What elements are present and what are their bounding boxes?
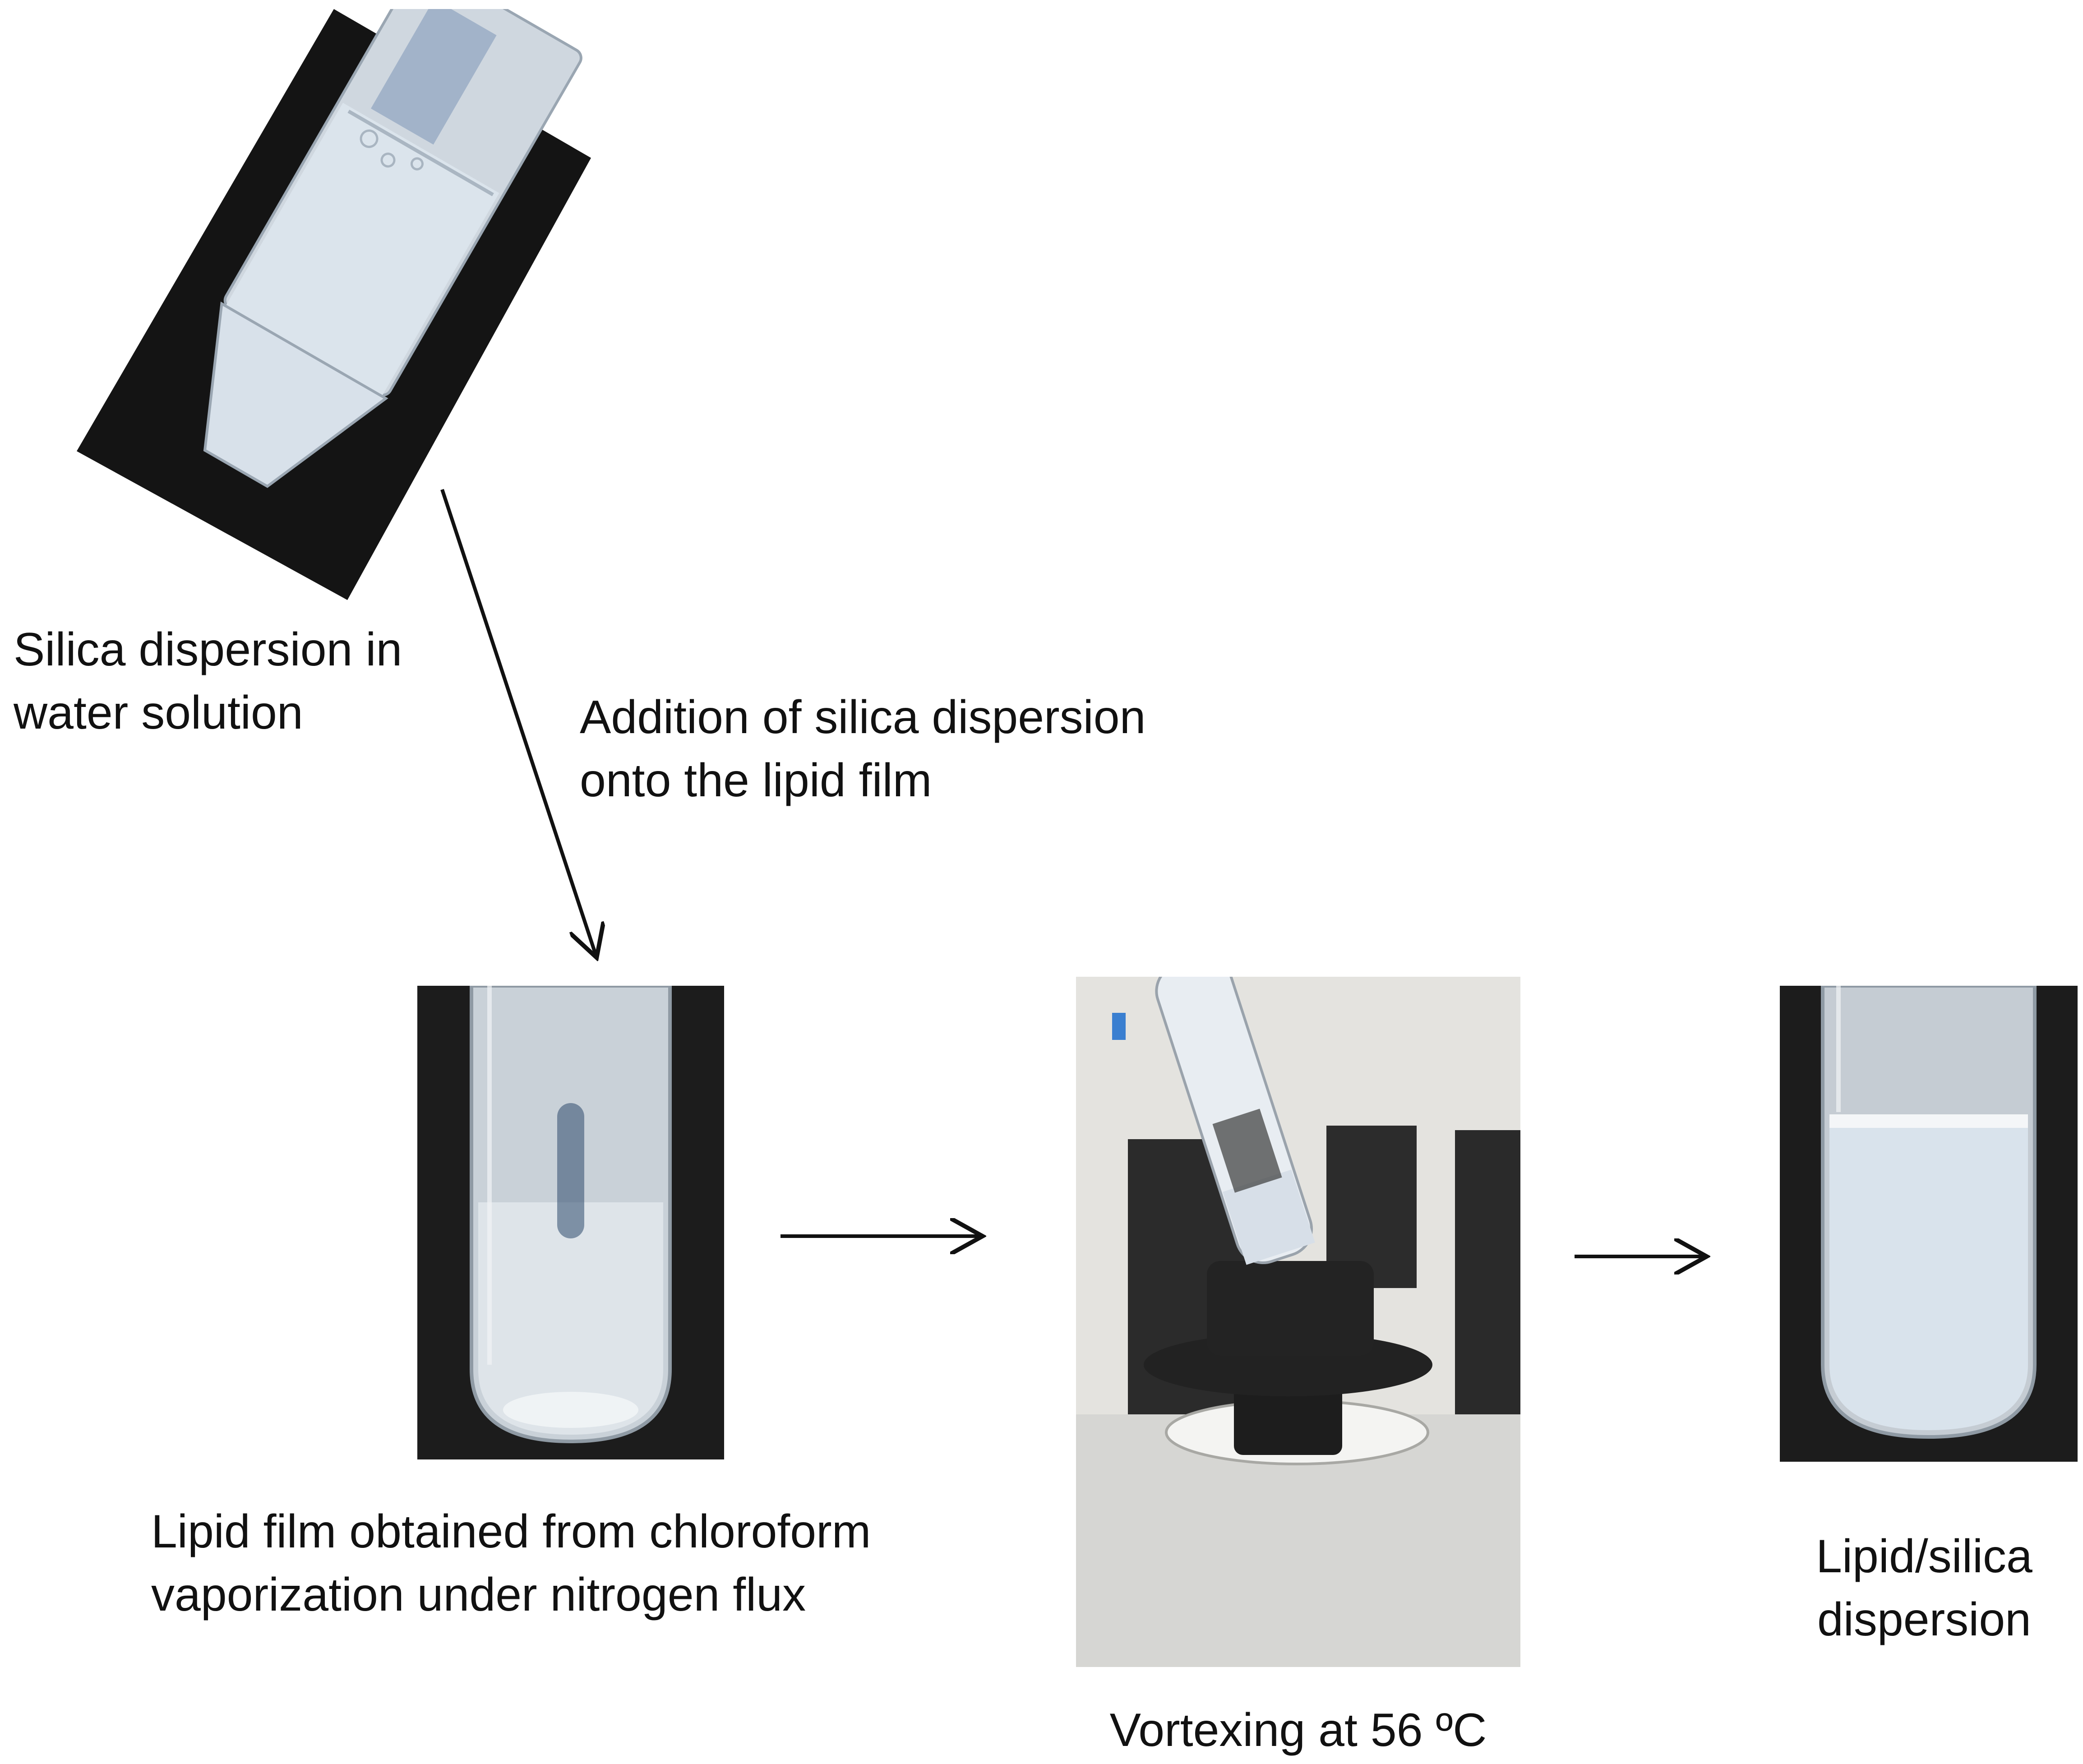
lipid-film-label: Lipid film obtained from chloroform vapo…	[151, 1500, 871, 1626]
final-label-line2: dispersion	[1817, 1593, 2032, 1646]
silica-label: Silica dispersion in water solution	[14, 618, 402, 744]
vortexing-label: Vortexing at 56 ºC	[1076, 1699, 1520, 1762]
lipid-silica-dispersion-photo	[1780, 986, 2078, 1462]
final-label-line1: Lipid/silica	[1816, 1530, 2032, 1583]
silica-tube-photo	[77, 9, 600, 600]
final-label: Lipid/silica dispersion	[1780, 1525, 2069, 1651]
lipid-film-label-line1: Lipid film obtained from chloroform	[151, 1505, 871, 1558]
addition-label-line1: Addition of silica dispersion	[580, 691, 1146, 743]
silica-label-line2: water solution	[14, 687, 303, 739]
lipid-film-label-line2: vaporization under nitrogen flux	[151, 1569, 806, 1621]
silica-label-line1: Silica dispersion in	[14, 623, 402, 676]
addition-label-line2: onto the lipid film	[580, 754, 932, 807]
addition-label: Addition of silica dispersion onto the l…	[580, 686, 1145, 812]
vortexing-label-line1: Vortexing at 56 ºC	[1109, 1704, 1487, 1756]
vortex-mixer-photo	[1076, 977, 1520, 1667]
lipid-film-tube-photo	[417, 986, 724, 1459]
